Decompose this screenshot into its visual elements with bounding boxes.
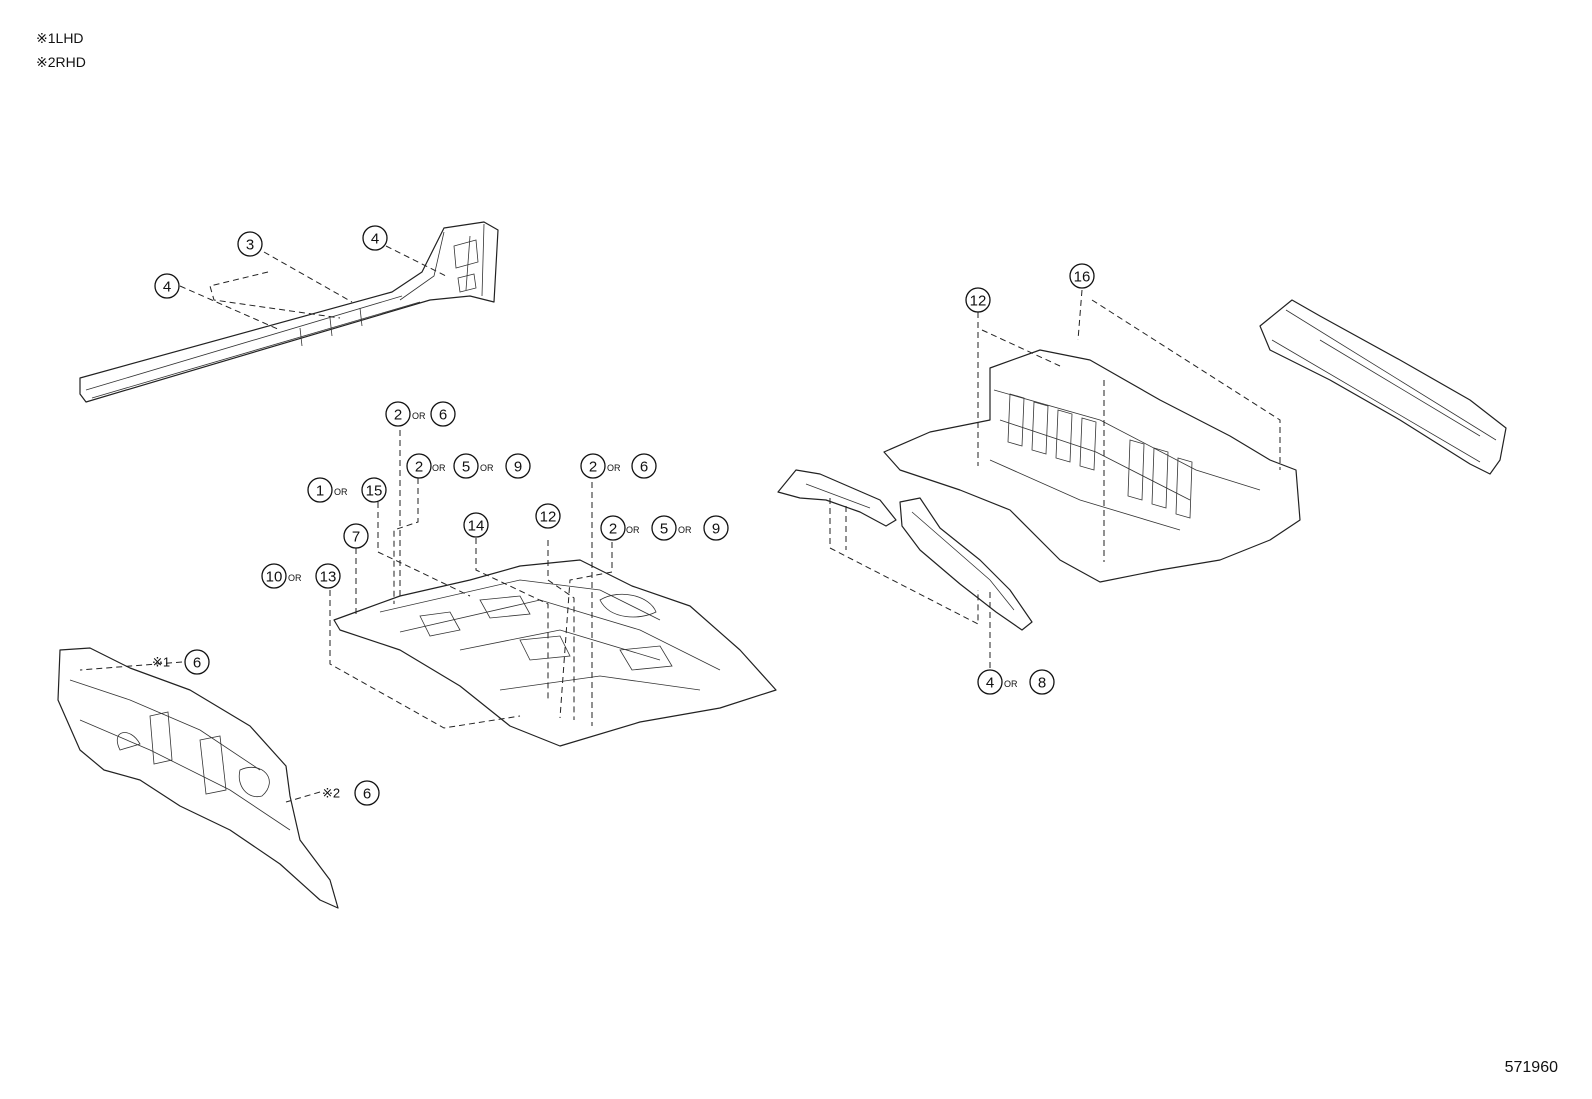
legend-item-lhd: ※1LHD: [36, 30, 84, 46]
callout-2-or-5-or-9-right: 2 OR 5 OR 9: [600, 515, 729, 541]
svg-text:12: 12: [970, 293, 987, 310]
callout-16: 16: [1069, 263, 1095, 289]
callout-2-or-5-or-9-left: 2 OR 5 OR 9: [406, 453, 531, 479]
callout-14: 14: [463, 512, 489, 538]
svg-text:9: 9: [514, 459, 522, 476]
svg-text:OR: OR: [432, 463, 446, 473]
svg-text:9: 9: [712, 521, 720, 538]
front-floor-pan-part: [333, 559, 777, 747]
svg-text:5: 5: [660, 521, 668, 538]
svg-text:4: 4: [163, 279, 171, 296]
leader-lines: [79, 245, 1281, 803]
callout-12-front: 12: [535, 503, 561, 529]
svg-text:OR: OR: [626, 525, 640, 535]
svg-text:OR: OR: [288, 573, 302, 583]
svg-text:OR: OR: [1004, 679, 1018, 689]
callout-7: 7: [343, 523, 369, 549]
svg-text:2: 2: [609, 521, 617, 538]
rear-floor-pan-part: [883, 349, 1301, 583]
callout-2-or-6-right: 2 OR 6: [580, 453, 657, 479]
callout-4-rocker-right: 4: [362, 225, 388, 251]
svg-text:2: 2: [589, 459, 597, 476]
svg-text:16: 16: [1074, 269, 1091, 286]
svg-text:8: 8: [1038, 675, 1046, 692]
svg-text:1: 1: [316, 483, 324, 500]
svg-text:6: 6: [439, 407, 447, 424]
callout-3: 3: [237, 231, 263, 257]
svg-text:10: 10: [266, 569, 283, 586]
svg-text:4: 4: [986, 675, 994, 692]
svg-text:6: 6: [640, 459, 648, 476]
svg-text:OR: OR: [334, 487, 348, 497]
callout-2-or-6-top: 2 OR 6: [385, 401, 456, 427]
callout-4-or-8: 4 OR 8: [977, 669, 1055, 695]
svg-text:15: 15: [366, 483, 383, 500]
callout-12-rear: 12: [965, 287, 991, 313]
svg-text:OR: OR: [412, 411, 426, 421]
svg-text:13: 13: [320, 569, 337, 586]
rear-cross-member-part: [1259, 299, 1507, 475]
callout-1-or-15: 1 OR 15: [307, 477, 387, 503]
svg-text:6: 6: [363, 786, 371, 803]
callout-4-rocker-left: 4: [154, 273, 180, 299]
svg-text:※1: ※1: [152, 655, 170, 670]
callout-10-or-13: 10 OR 13: [261, 563, 341, 589]
diagram-id: 571960: [1504, 1059, 1558, 1076]
svg-text:OR: OR: [607, 463, 621, 473]
svg-text:14: 14: [468, 518, 485, 535]
svg-text:5: 5: [462, 459, 470, 476]
svg-text:※2: ※2: [322, 786, 340, 801]
legend: ※1LHD ※2RHD: [36, 26, 86, 74]
dash-panel-part: [57, 647, 339, 909]
svg-text:4: 4: [371, 231, 379, 248]
callout-note1-6: ※1 6: [152, 649, 210, 675]
svg-text:OR: OR: [678, 525, 692, 535]
svg-text:OR: OR: [480, 463, 494, 473]
svg-text:2: 2: [415, 459, 423, 476]
svg-text:7: 7: [352, 529, 360, 546]
callout-note2-6: ※2 6: [322, 780, 380, 806]
rocker-panel-part: [79, 221, 499, 403]
floor-cross-member-part: [777, 469, 1033, 631]
legend-item-rhd: ※2RHD: [36, 54, 86, 70]
svg-text:3: 3: [246, 237, 254, 254]
svg-text:12: 12: [540, 509, 557, 526]
svg-text:6: 6: [193, 655, 201, 672]
svg-text:2: 2: [394, 407, 402, 424]
